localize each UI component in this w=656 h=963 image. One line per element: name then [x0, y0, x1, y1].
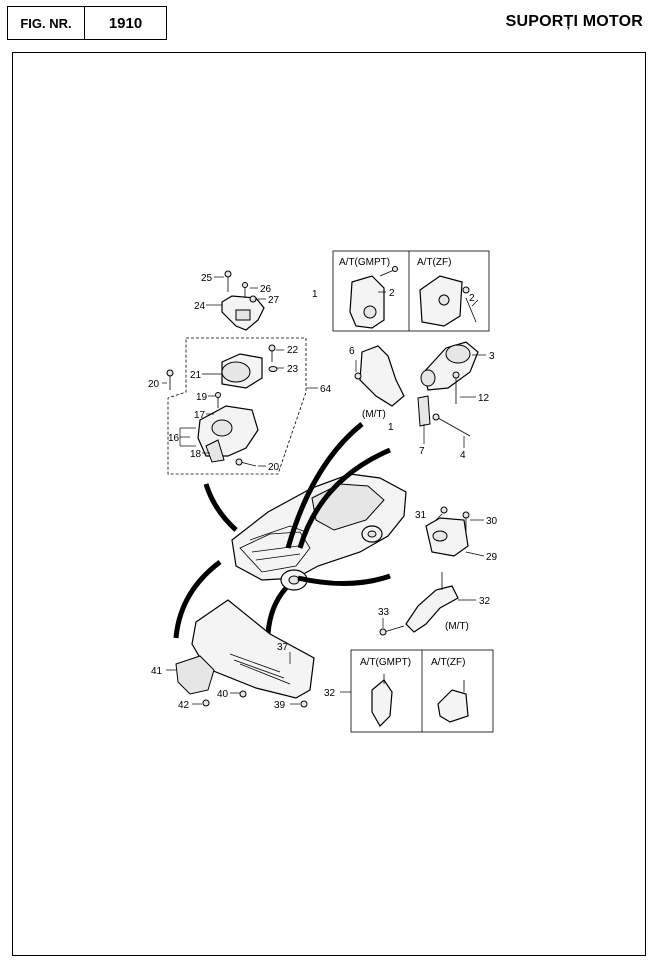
callout-2-zf: 2 [469, 293, 475, 304]
callout-27: 27 [268, 295, 280, 306]
inset-top-at-variants: A/T(GMPT) A/T(ZF) [332, 250, 490, 332]
mount-cluster-24-27 [221, 270, 265, 331]
figure-number-value: 1910 [108, 14, 143, 32]
label-at-gmpt-bottom: A/T(GMPT) [360, 657, 411, 668]
figure-number-label: FIG. NR. [8, 7, 85, 39]
callout-17: 17 [194, 410, 206, 421]
callout-22: 22 [287, 345, 299, 356]
label-at-zf-top: A/T(ZF) [417, 257, 451, 268]
callout-numbers: 25 26 27 24 1 2 2 22 23 21 20 64 19 17 1… [148, 273, 498, 711]
callout-25: 25 [201, 273, 213, 284]
callout-16: 16 [168, 433, 180, 444]
callout-3: 3 [489, 351, 495, 362]
label-at-gmpt-top: A/T(GMPT) [339, 257, 390, 268]
label-at-zf-bottom: A/T(ZF) [431, 657, 465, 668]
callout-26: 26 [260, 284, 272, 295]
callout-18: 18 [190, 449, 202, 460]
callout-30: 30 [486, 516, 498, 527]
callout-1-top: 1 [312, 289, 318, 300]
callout-2-gmpt: 2 [389, 288, 395, 299]
callout-21: 21 [190, 370, 202, 381]
callout-41: 41 [151, 666, 163, 677]
callout-12: 12 [478, 393, 490, 404]
callout-37: 37 [277, 642, 289, 653]
callout-39: 39 [274, 700, 286, 711]
gmpt-bracket-part [349, 275, 385, 329]
callout-20-bottom: 20 [268, 462, 280, 473]
zf-bracket-32-part [437, 689, 469, 723]
mt-bracket-32-part [405, 585, 459, 633]
callout-32-mt: 32 [479, 596, 491, 607]
mt-bracket-1-part [359, 345, 405, 407]
callout-4: 4 [460, 450, 466, 461]
figure-number-box: FIG. NR. 1910 [7, 6, 167, 40]
splash-shield-41-part [175, 655, 215, 695]
mount-cluster-29 [379, 506, 470, 636]
callout-19: 19 [196, 392, 208, 403]
mount-group-64 [166, 337, 307, 475]
callout-20-left: 20 [148, 379, 160, 390]
callout-40: 40 [217, 689, 229, 700]
mount-cluster-3 [354, 341, 479, 437]
callout-1-mt: 1 [388, 422, 394, 433]
leader-lines [162, 276, 486, 705]
callout-7: 7 [419, 446, 425, 457]
callout-sweep-arcs [173, 422, 391, 639]
callout-42: 42 [178, 700, 190, 711]
callout-64: 64 [320, 384, 332, 395]
car-body-illustration [231, 473, 407, 591]
label-mt-right: (M/T) [445, 621, 469, 632]
page-title: SUPORȚI MOTOR [505, 13, 643, 30]
callout-6: 6 [349, 346, 355, 357]
callout-24: 24 [194, 301, 206, 312]
callout-23: 23 [287, 364, 299, 375]
callout-29: 29 [486, 552, 498, 563]
callout-32-at: 32 [324, 688, 336, 699]
callout-33: 33 [378, 607, 390, 618]
callout-31: 31 [415, 510, 427, 521]
splash-shield-cluster [175, 599, 315, 708]
diagram-frame [12, 52, 646, 956]
label-mt-left: (M/T) [362, 409, 386, 420]
inset-bottom-at-variants: A/T(GMPT) A/T(ZF) [350, 649, 494, 733]
